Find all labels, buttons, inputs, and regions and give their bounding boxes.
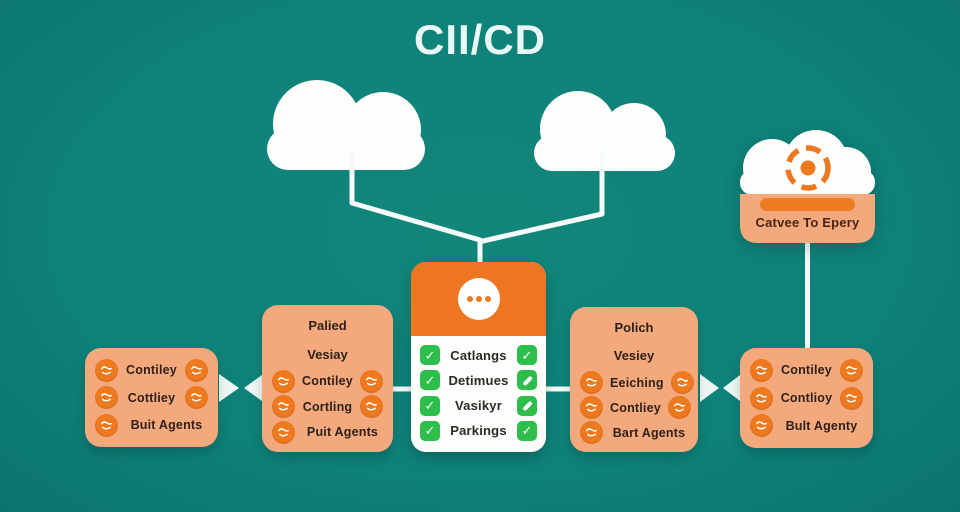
stage-row-label: Cottliey [127, 390, 176, 405]
ellipsis-icon [457, 278, 500, 320]
checklist-row: Vasikyr [420, 395, 537, 416]
stage-box-4: Polich Vesiey Eeiching Contliey Bart Age… [570, 307, 698, 452]
stage-header-line: Palied [308, 318, 347, 334]
check-icon [420, 395, 440, 416]
gear-scribble-icon [840, 386, 863, 410]
check-icon [420, 420, 440, 441]
check-icon [420, 370, 440, 391]
cloud-icon [740, 130, 875, 243]
pipeline-checklist-panel: Catlangs Detimues Vasikyr Parkings [411, 262, 546, 452]
stage-row-label: Bart Agents [612, 425, 686, 440]
stage-row: Puit Agents [272, 420, 383, 444]
stage-row-label: Bult Agenty [785, 418, 858, 433]
arrow-left-icon [244, 375, 262, 401]
gear-scribble-icon [95, 386, 118, 409]
wrench-icon [517, 395, 537, 416]
stage-row: Contiley [272, 369, 383, 393]
stage-box-5: Contiley Contlioy Bult Agenty [740, 348, 873, 448]
stage-row: Contiley [750, 358, 863, 382]
stage-row: Cortling [272, 395, 383, 419]
checklist-row: Catlangs [420, 345, 537, 366]
gear-scribble-icon [272, 420, 295, 444]
gear-scribble-icon [750, 358, 773, 382]
deploy-cloud-badge: Catvee To Epery [740, 128, 875, 243]
stage-header-line: Polich [614, 320, 654, 335]
stage-row: Bart Agents [580, 421, 688, 444]
arrow-right-icon [219, 374, 239, 402]
gear-scribble-icon [272, 395, 295, 419]
stage-row: Contliey [580, 396, 691, 419]
stage-row-label: Contiley [126, 363, 177, 377]
stage-row-label: Cortling [302, 399, 353, 414]
arrow-left-icon [723, 375, 740, 401]
stage-row: Cottliey [95, 386, 208, 409]
stage-row-label: Buit Agents [130, 418, 203, 432]
checklist-label: Parkings [450, 423, 507, 439]
check-icon [517, 420, 537, 441]
checklist-label: Detimues [448, 372, 509, 388]
stage-row-label: Contliey [610, 400, 661, 415]
arrow-right-icon [700, 374, 719, 402]
check-icon [517, 345, 537, 366]
gear-scribble-icon [750, 386, 773, 410]
gear-scribble-icon [840, 358, 863, 382]
cloud-icon [534, 91, 675, 171]
gear-scribble-icon [360, 395, 383, 419]
stage-header-line: Vesiay [307, 346, 348, 362]
gear-scribble-icon [580, 396, 603, 419]
gear-scribble-icon [750, 414, 773, 438]
cloud-icon [267, 80, 425, 170]
stage-row: Bult Agenty [750, 414, 863, 438]
gear-scribble-icon [670, 371, 694, 394]
stage-row-label: Contiley [781, 363, 832, 378]
gear-scribble-icon [360, 369, 383, 393]
wrench-icon [517, 370, 537, 391]
page-title: CII/CD [414, 16, 546, 63]
stage-row-label: Puit Agents [306, 425, 379, 440]
shutter-icon [785, 145, 831, 191]
stage-box-2: Palied Vesiay Contiley Cortling Puit Age… [262, 305, 393, 452]
stage-header-line: Vesiey [613, 348, 655, 363]
gear-scribble-icon [580, 371, 603, 394]
gear-scribble-icon [580, 421, 603, 444]
gear-scribble-icon [185, 386, 208, 409]
checklist-body: Catlangs Detimues Vasikyr Parkings [411, 336, 546, 452]
stage-row: Eeiching [580, 371, 694, 394]
stage-row-label: Contlioy [780, 391, 833, 405]
badge-label: Catvee To Epery [755, 215, 860, 230]
checklist-label: Vasikyr [455, 398, 502, 414]
stage-row-label: Contiley [302, 374, 353, 389]
gear-scribble-icon [185, 358, 208, 382]
stage-row: Contiley [95, 358, 208, 382]
gear-scribble-icon [95, 413, 118, 437]
gear-scribble-icon [272, 369, 295, 393]
checklist-panel-header [411, 262, 546, 336]
stage-box-1: Contiley Cottliey Buit Agents [85, 348, 218, 447]
stage-row: Contlioy [750, 386, 863, 410]
gear-scribble-icon [95, 358, 118, 382]
checklist-row: Detimues [420, 370, 537, 391]
stage-row: Buit Agents [95, 413, 208, 437]
check-icon [420, 345, 440, 366]
checklist-row: Parkings [420, 420, 537, 441]
gear-scribble-icon [667, 396, 691, 419]
stage-row-label: Eeiching [610, 375, 664, 390]
checklist-label: Catlangs [450, 347, 507, 363]
